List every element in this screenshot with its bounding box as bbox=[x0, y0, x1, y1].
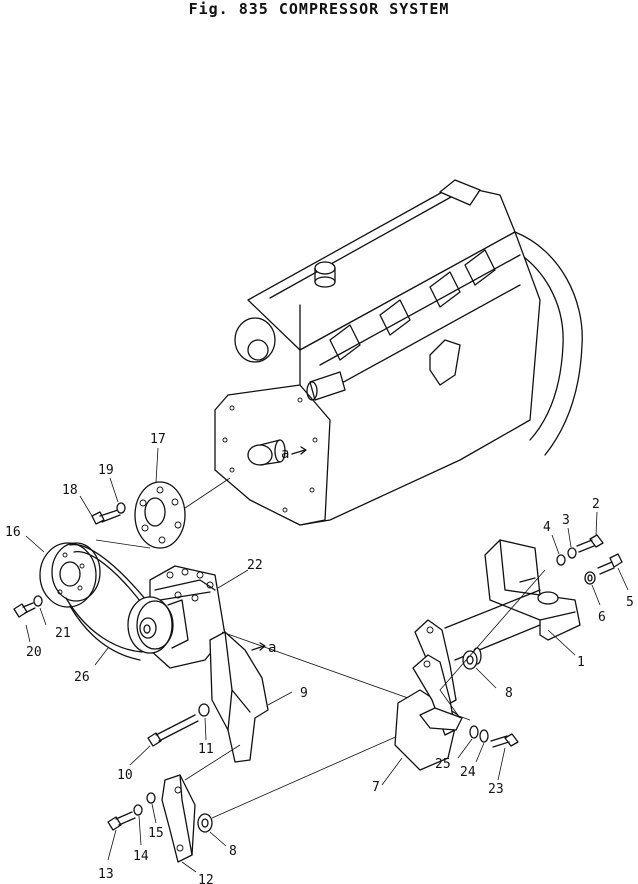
washer-14 bbox=[133, 804, 143, 846]
washer-15 bbox=[146, 792, 157, 824]
part-label-7: 7 bbox=[372, 780, 380, 795]
part-label-8-upper: 8 bbox=[505, 686, 513, 701]
engine-block: a bbox=[214, 179, 583, 526]
bolt-18 bbox=[91, 509, 121, 525]
part-label-8-lower: 8 bbox=[229, 844, 237, 859]
part-label-25: 25 bbox=[435, 757, 451, 772]
drive-pulley-17 bbox=[134, 477, 231, 549]
washer-3 bbox=[567, 527, 577, 559]
mounting-bracket-1 bbox=[484, 539, 581, 656]
adjuster-plate-7 bbox=[381, 619, 463, 786]
bolt-23 bbox=[490, 733, 519, 781]
part-label-19: 19 bbox=[98, 463, 114, 478]
washer-19 bbox=[116, 502, 126, 514]
view-marker-a-compressor: a bbox=[268, 640, 276, 656]
bolt-10 bbox=[129, 714, 199, 766]
part-label-4: 4 bbox=[543, 520, 551, 535]
crank-pulley-16 bbox=[39, 539, 151, 608]
view-marker-a-engine: a bbox=[281, 446, 289, 462]
part-label-23: 23 bbox=[488, 782, 504, 797]
compressor-22 bbox=[127, 565, 249, 669]
part-label-21: 21 bbox=[55, 626, 71, 641]
bolt-5 bbox=[597, 553, 629, 591]
bolt-13 bbox=[107, 811, 136, 861]
part-label-1: 1 bbox=[577, 655, 585, 670]
part-label-14: 14 bbox=[133, 849, 149, 864]
part-label-17: 17 bbox=[150, 432, 166, 447]
part-label-20: 20 bbox=[26, 645, 42, 660]
part-label-18: 18 bbox=[62, 483, 78, 498]
part-label-26: 26 bbox=[74, 670, 90, 685]
washer-6 bbox=[584, 571, 601, 606]
washer-4 bbox=[551, 534, 566, 566]
bolt-2 bbox=[576, 511, 604, 553]
part-label-16: 16 bbox=[5, 525, 21, 540]
part-label-11: 11 bbox=[198, 742, 214, 757]
part-label-24: 24 bbox=[460, 765, 476, 780]
part-label-12: 12 bbox=[198, 873, 214, 884]
bracket-12 bbox=[161, 744, 241, 873]
page-title: Fig. 835 COMPRESSOR SYSTEM bbox=[188, 0, 450, 18]
part-label-3: 3 bbox=[562, 513, 570, 528]
part-label-10: 10 bbox=[117, 768, 133, 783]
part-label-15: 15 bbox=[148, 826, 164, 841]
part-label-13: 13 bbox=[98, 867, 114, 882]
part-label-2: 2 bbox=[592, 497, 600, 512]
part-labels: 1 2 3 4 5 6 7 8 8 9 10 11 12 13 14 15 16… bbox=[5, 432, 634, 884]
washer-25 bbox=[457, 725, 479, 759]
spacer-8-lower bbox=[197, 734, 401, 847]
bracket-9 bbox=[209, 631, 293, 763]
washer-21 bbox=[33, 595, 43, 607]
bolt-20 bbox=[13, 602, 36, 618]
part-label-22: 22 bbox=[247, 558, 263, 573]
part-label-5: 5 bbox=[626, 595, 634, 610]
part-label-9: 9 bbox=[300, 686, 308, 701]
washer-11 bbox=[198, 703, 210, 741]
part-label-6: 6 bbox=[598, 610, 606, 625]
washer-24 bbox=[475, 729, 489, 763]
